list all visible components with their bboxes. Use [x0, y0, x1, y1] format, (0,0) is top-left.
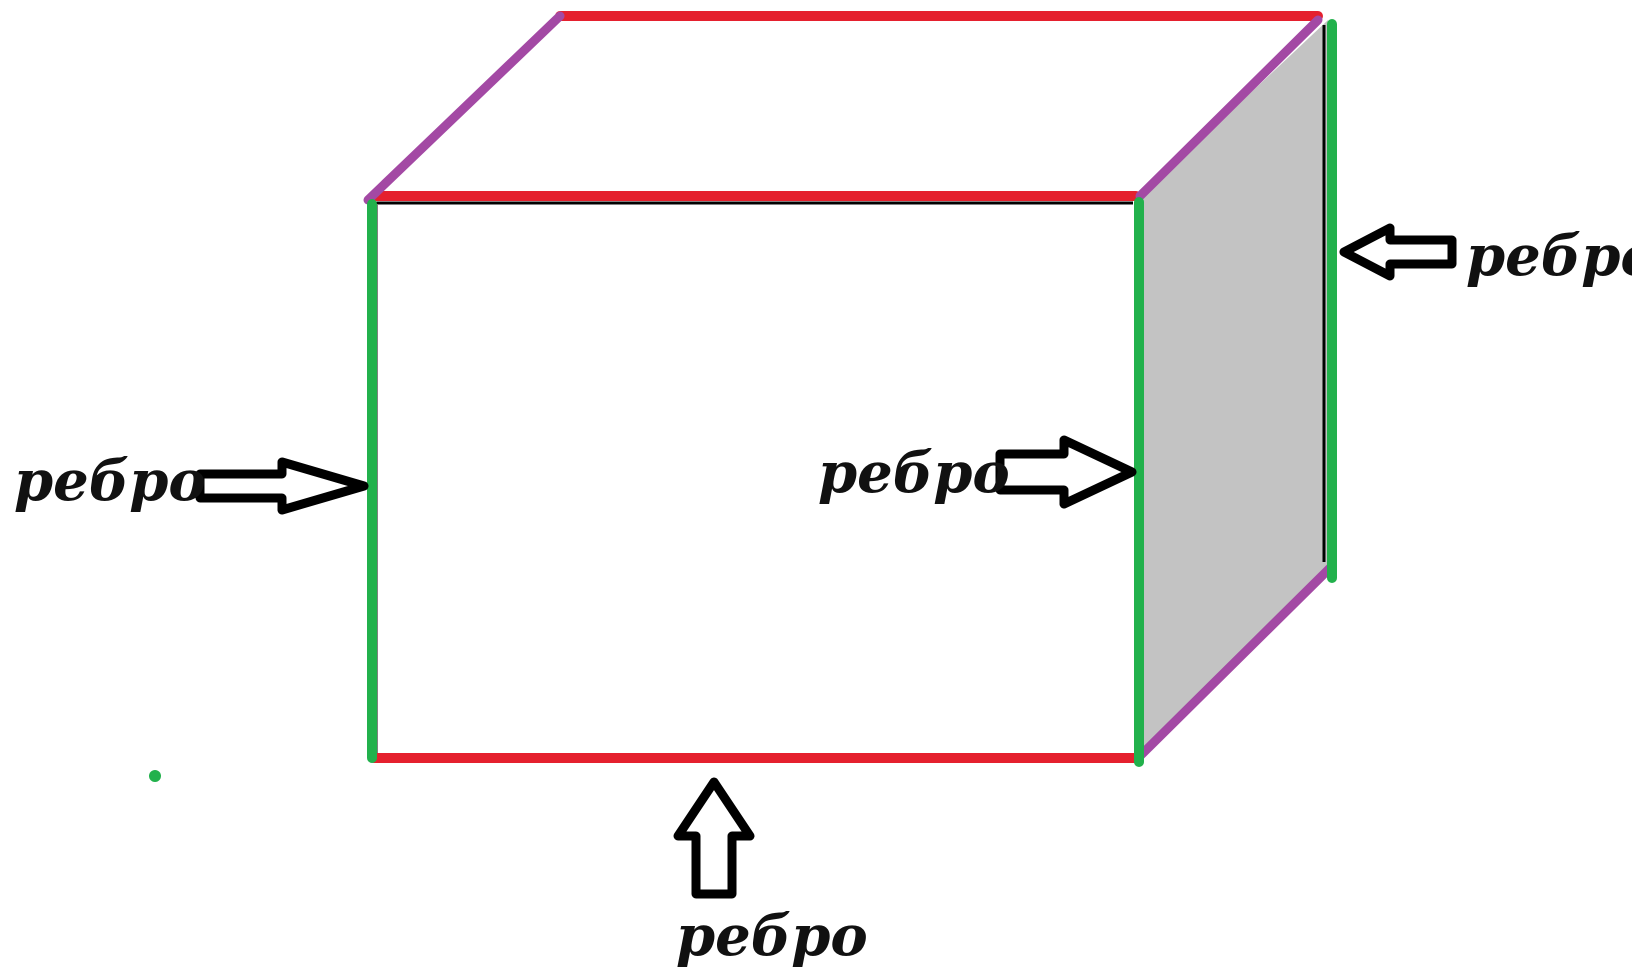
arrow-right-icon	[195, 457, 369, 515]
arrow-up-icon	[673, 777, 755, 899]
top-right-depth-edge	[1135, 15, 1323, 201]
bottom-right-depth-edge	[1135, 563, 1335, 761]
label-bottom-edge: ребро	[676, 903, 868, 969]
horizontal-edges	[369, 11, 1323, 763]
arrow-left-icon	[1339, 223, 1457, 281]
label-left-edge: ребро	[14, 448, 206, 514]
depth-edges	[363, 11, 1335, 761]
label-front-right-edge: ребро	[818, 440, 1010, 506]
label-back-right-edge: ребро	[1466, 223, 1632, 289]
vertical-edges	[367, 19, 1337, 767]
arrow-right-icon	[995, 435, 1137, 509]
side-face	[1140, 20, 1328, 760]
stray-dot	[149, 770, 161, 782]
top-left-depth-edge	[363, 11, 565, 205]
